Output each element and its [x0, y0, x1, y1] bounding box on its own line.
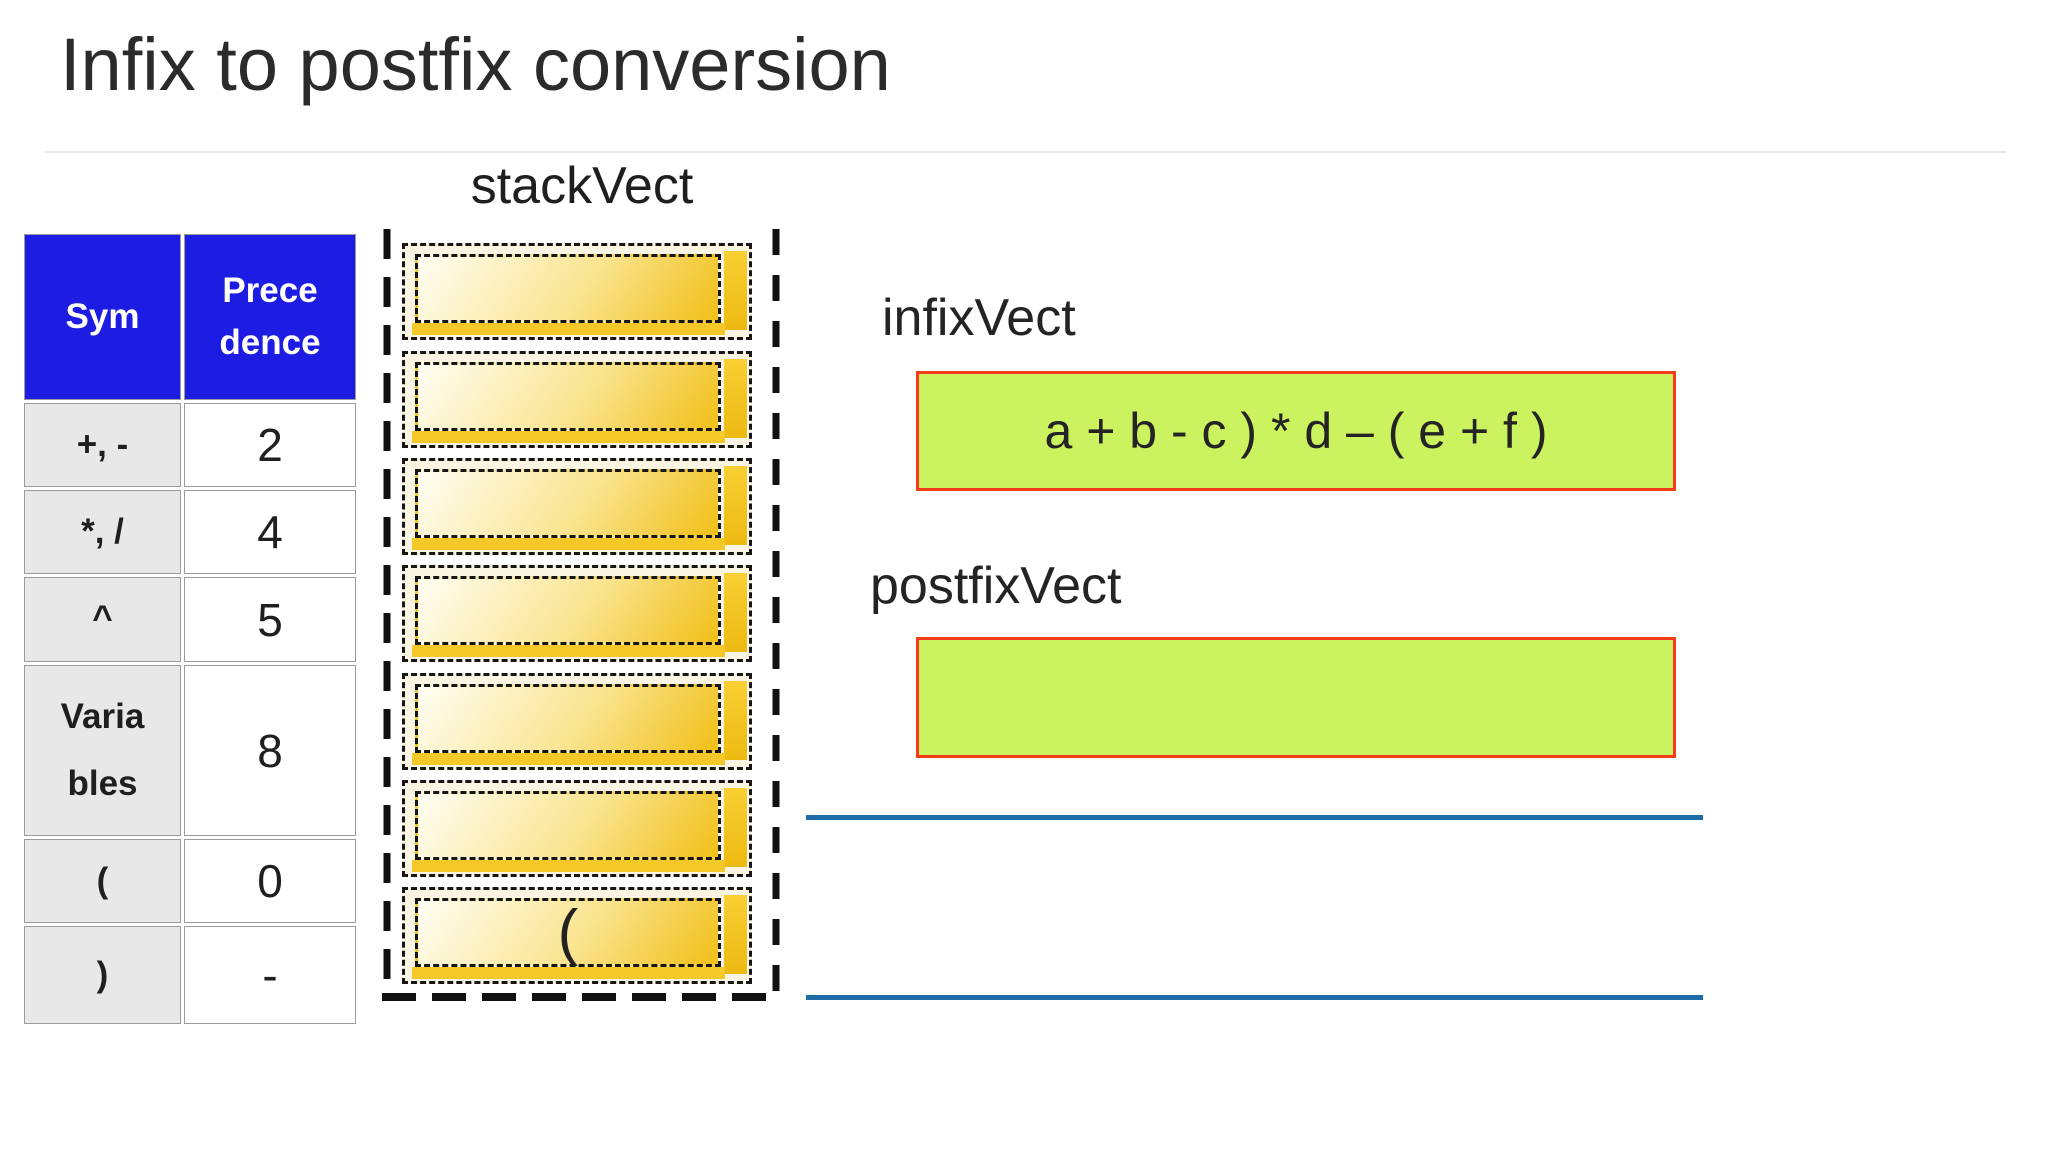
stack-diagram: ( — [382, 227, 782, 1007]
table-row: Varia bles 8 — [24, 665, 356, 836]
precedence-table: Sym Prece dence +, - 2 *, / 4 ^ 5 Varia … — [21, 231, 359, 1027]
stack-label: stackVect — [470, 157, 694, 215]
slot-value: ( — [557, 898, 579, 967]
sym-cell: ( — [24, 839, 181, 923]
slot-value — [405, 676, 731, 761]
stack-slot — [402, 780, 752, 877]
stack-slot — [402, 458, 752, 555]
page-title: Infix to postfix conversion — [60, 23, 891, 106]
postfix-label: postfixVect — [870, 557, 1122, 615]
rule-line-bottom — [806, 995, 1703, 1000]
sym-cell: *, / — [24, 490, 181, 574]
table-header-row: Sym Prece dence — [24, 234, 356, 400]
sym-cell: Varia bles — [24, 665, 181, 836]
slot-bevel-bottom — [412, 967, 725, 979]
slot-value — [405, 246, 731, 331]
slot-value — [405, 568, 731, 653]
slot-bevel-bottom — [412, 538, 725, 550]
slot-bevel-right — [724, 466, 747, 545]
precedence-cell: 0 — [184, 839, 356, 923]
slot-value — [405, 461, 731, 546]
precedence-cell: - — [184, 926, 356, 1024]
rule-line-top — [806, 815, 1703, 820]
table-row: *, / 4 — [24, 490, 356, 574]
slot-bevel-right — [724, 788, 747, 867]
slot-bevel-right — [724, 681, 747, 760]
stack-slot — [402, 565, 752, 662]
table-row: ) - — [24, 926, 356, 1024]
table-row: ( 0 — [24, 839, 356, 923]
infix-box: a + b - c ) * d – ( e + f ) — [916, 371, 1676, 491]
header-sym: Sym — [24, 234, 181, 400]
sym-cell: ^ — [24, 577, 181, 662]
slot-bevel-right — [724, 895, 747, 974]
precedence-cell: 5 — [184, 577, 356, 662]
infix-label: infixVect — [882, 289, 1076, 347]
slot-face — [415, 362, 721, 431]
slot-face — [415, 254, 721, 323]
postfix-box — [916, 637, 1676, 758]
precedence-cell: 8 — [184, 665, 356, 836]
stack-slot — [402, 351, 752, 448]
slot-face — [415, 576, 721, 645]
infix-expression: a + b - c ) * d – ( e + f ) — [1044, 403, 1548, 459]
stack-slot-top: ( — [402, 887, 752, 984]
stack-frame-sketch — [382, 229, 782, 1001]
slot-value — [405, 783, 731, 868]
slot-bevel-bottom — [412, 860, 725, 872]
slot-bevel-bottom — [412, 645, 725, 657]
slot-bevel-right — [724, 251, 747, 330]
stack-slot — [402, 673, 752, 770]
precedence-cell: 4 — [184, 490, 356, 574]
slot-bevel-bottom — [412, 431, 725, 443]
slot-bevel-bottom — [412, 753, 725, 765]
stack-slot — [402, 243, 752, 340]
slot-bevel-bottom — [412, 323, 725, 335]
sym-cell: ) — [24, 926, 181, 1024]
sym-cell: +, - — [24, 403, 181, 487]
slot-bevel-right — [724, 573, 747, 652]
slot-value — [405, 354, 731, 439]
slot-bevel-right — [724, 359, 747, 438]
slot-face — [415, 684, 721, 753]
slot-face — [415, 469, 721, 538]
slot-face — [415, 898, 721, 967]
slot-face — [415, 791, 721, 860]
header-precedence: Prece dence — [184, 234, 356, 400]
table-row: ^ 5 — [24, 577, 356, 662]
precedence-cell: 2 — [184, 403, 356, 487]
title-divider — [45, 151, 2006, 153]
table-row: +, - 2 — [24, 403, 356, 487]
